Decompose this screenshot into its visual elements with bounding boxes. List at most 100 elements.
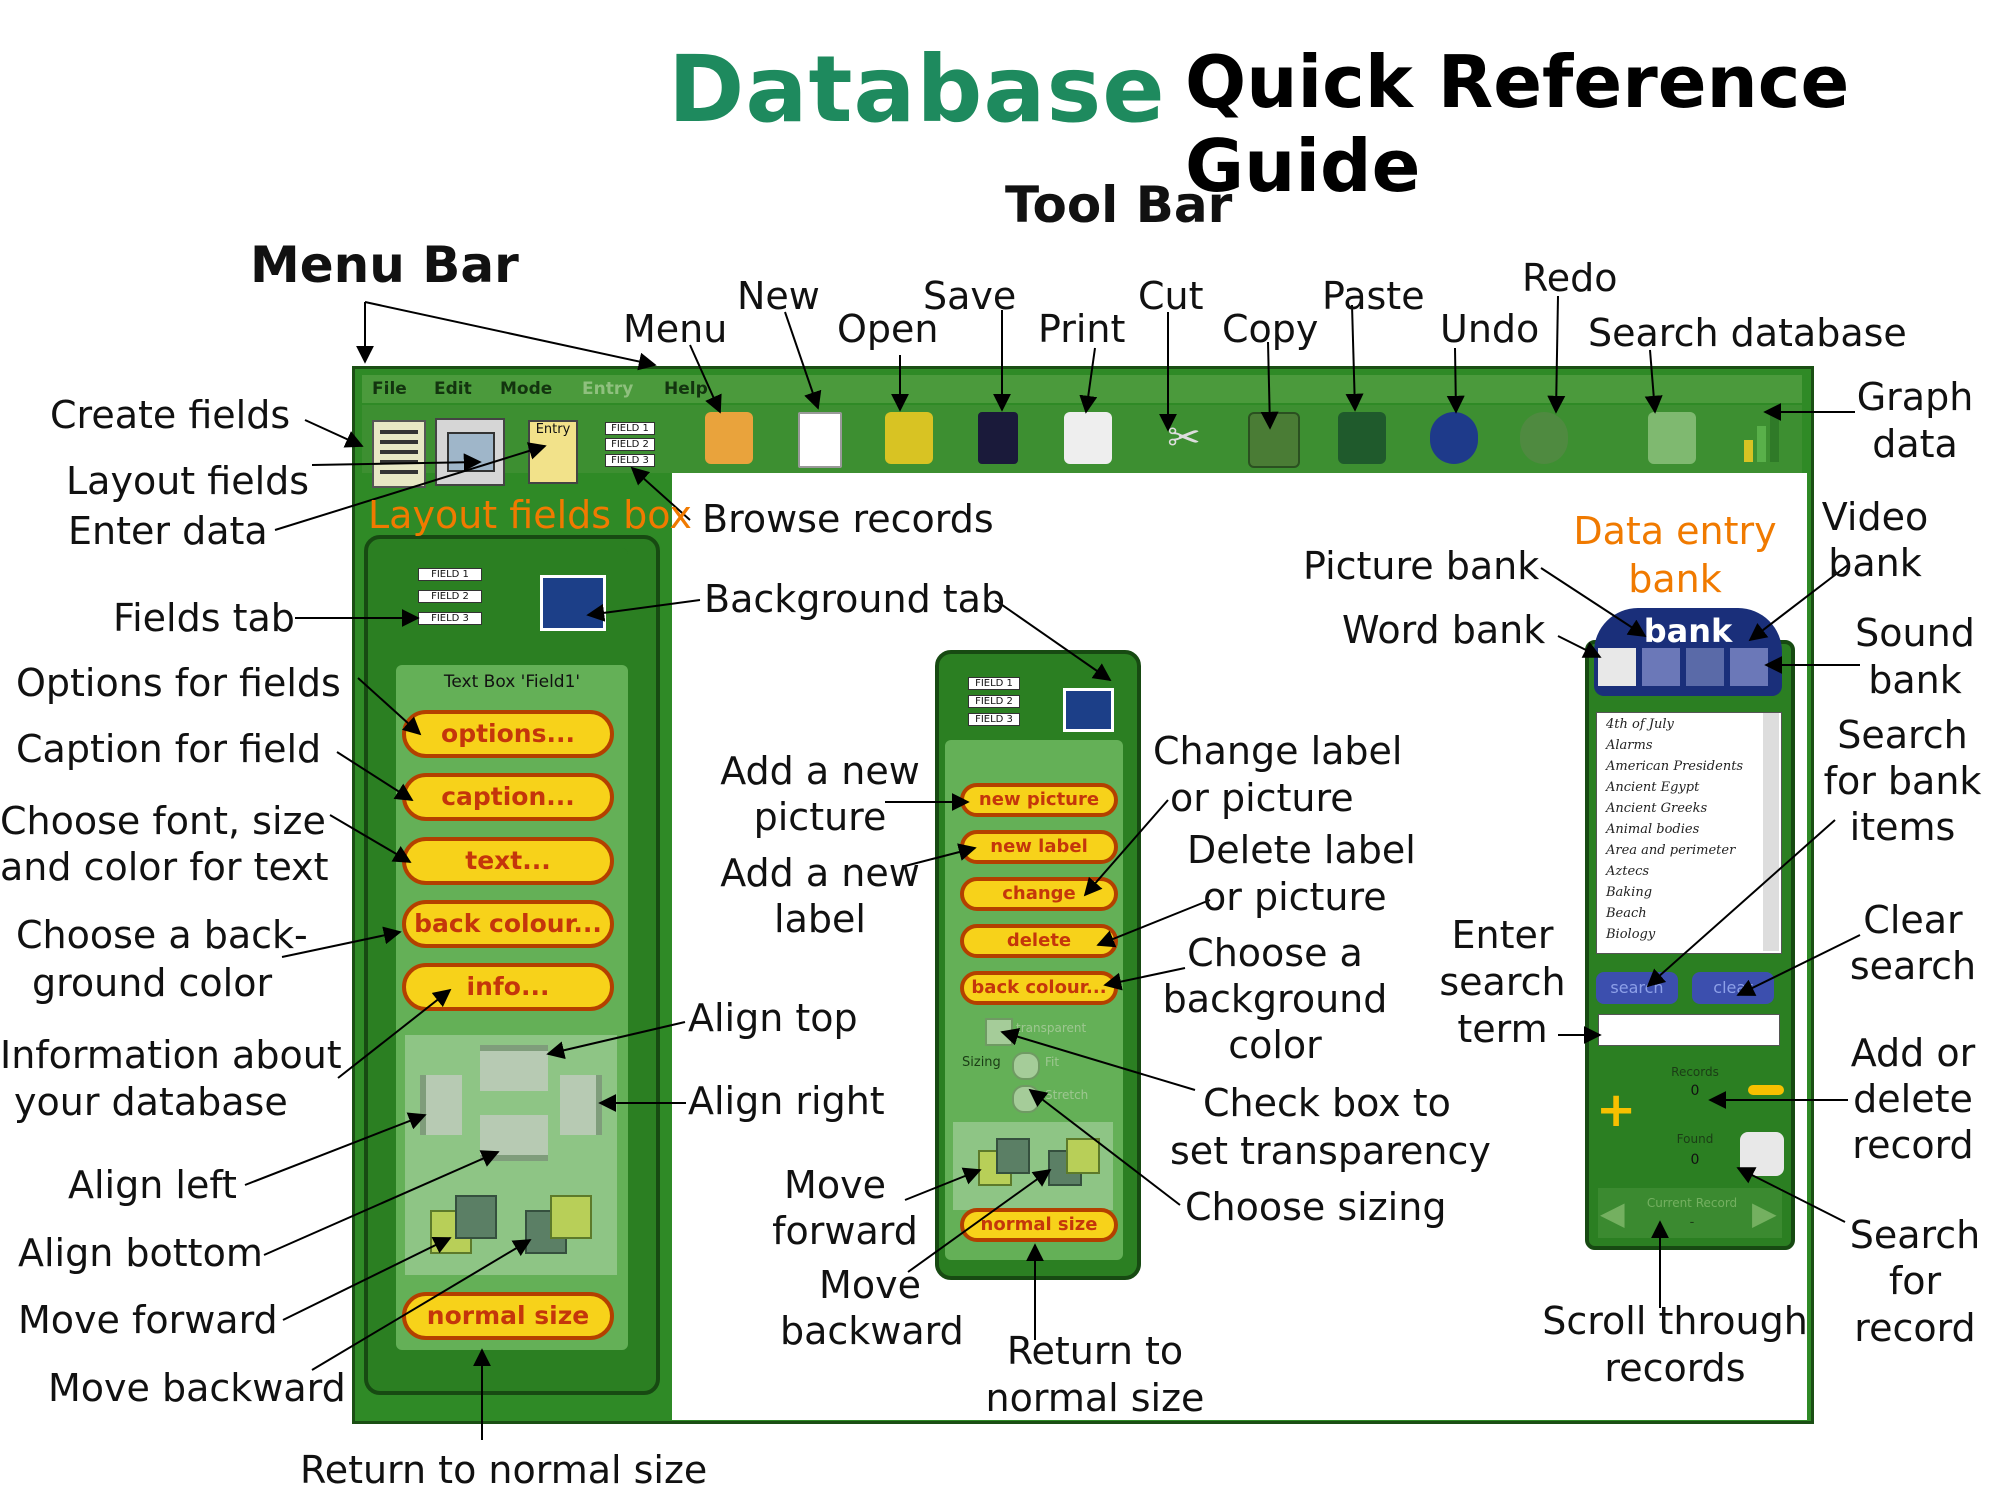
record-scroller[interactable] <box>1598 1188 1782 1238</box>
label-video-bank-2: bank <box>1828 541 1922 585</box>
label-align-left: Align left <box>68 1163 237 1207</box>
label-open: Open <box>837 307 939 351</box>
list-item[interactable]: Area and perimeter <box>1606 843 1736 858</box>
label-paste: Paste <box>1322 274 1425 318</box>
list-item[interactable]: Biology <box>1606 927 1656 942</box>
label-move-backward-mid-2: backward <box>780 1309 964 1353</box>
new-label-button[interactable]: new label <box>960 830 1118 864</box>
menu-entry[interactable]: Entry <box>582 379 634 399</box>
text-box-label: Text Box 'Field1' <box>443 672 581 692</box>
label-change-1: Change label <box>1153 729 1403 773</box>
label-delete-2: or picture <box>1203 875 1387 919</box>
list-item[interactable]: Beach <box>1606 906 1647 921</box>
menu-icon[interactable] <box>705 412 753 464</box>
records-label: Records <box>1671 1065 1719 1079</box>
next-record-icon[interactable]: ▶ <box>1752 1194 1777 1232</box>
options-button[interactable]: options... <box>402 710 614 758</box>
list-item[interactable]: Alarms <box>1606 738 1653 753</box>
browse-records-button[interactable]: FIELD 1 FIELD 2 FIELD 3 <box>595 422 659 480</box>
list-item[interactable]: Baking <box>1606 885 1653 900</box>
label-scroll-records-1: Scroll through <box>1542 1299 1808 1343</box>
list-item[interactable]: American Presidents <box>1606 759 1744 774</box>
label-search-bank-1: Search <box>1837 713 1968 757</box>
bank-items-list[interactable] <box>1596 712 1782 954</box>
graph-data-icon[interactable] <box>1738 412 1786 464</box>
list-item[interactable]: Ancient Egypt <box>1606 780 1700 795</box>
redo-icon[interactable] <box>1520 412 1568 464</box>
undo-icon[interactable] <box>1430 412 1478 464</box>
list-item[interactable]: 4th of July <box>1606 717 1674 732</box>
delete-record-icon[interactable] <box>1748 1085 1784 1095</box>
add-record-icon[interactable]: + <box>1596 1082 1637 1138</box>
sound-bank-icon[interactable] <box>1730 648 1768 686</box>
save-disk-icon[interactable] <box>978 412 1018 464</box>
label-caption-for-field: Caption for field <box>16 727 322 771</box>
label-choose-bg-3: color <box>1228 1023 1322 1067</box>
mid-tab-3: FIELD 3 <box>968 713 1020 726</box>
picture-bank-icon[interactable] <box>1642 648 1680 686</box>
word-bank-icon[interactable] <box>1598 648 1636 686</box>
bank-search-input[interactable] <box>1598 1014 1780 1046</box>
label-align-right: Align right <box>688 1079 885 1123</box>
label-clear-search-1: Clear <box>1863 898 1963 942</box>
label-add-label-2: label <box>774 897 866 941</box>
mid-move-forward-back-square <box>996 1138 1030 1174</box>
align-top-icon[interactable] <box>480 1045 548 1091</box>
browse-tab-1: FIELD 1 <box>605 422 655 435</box>
browse-tab-2: FIELD 2 <box>605 438 655 451</box>
list-item[interactable]: Ancient Greeks <box>1606 801 1708 816</box>
browse-tab-3: FIELD 3 <box>605 454 655 467</box>
label-return-normal-left: Return to normal size <box>300 1448 708 1492</box>
label-create-fields: Create fields <box>50 393 291 437</box>
back-colour-button[interactable]: back colour... <box>402 900 614 948</box>
menu-edit[interactable]: Edit <box>434 379 472 399</box>
label-fields-tab: Fields tab <box>113 596 295 640</box>
list-item[interactable]: Aztecs <box>1606 864 1650 879</box>
label-add-picture-2: picture <box>753 795 887 839</box>
label-clear-search-2: search <box>1849 944 1977 988</box>
search-database-icon[interactable] <box>1648 412 1696 464</box>
label-save: Save <box>923 274 1017 318</box>
paste-icon[interactable] <box>1338 412 1386 464</box>
sizing-fit-label: Fit <box>1045 1055 1060 1069</box>
label-undo: Undo <box>1440 307 1540 351</box>
align-left-icon[interactable] <box>420 1075 462 1135</box>
sizing-label: Sizing <box>962 1055 1001 1070</box>
print-icon[interactable] <box>1064 412 1112 464</box>
mid-back-colour-button[interactable]: back colour... <box>960 971 1118 1005</box>
tool-bar-heading: Tool Bar <box>1005 176 1233 234</box>
label-choose-font-1: Choose font, size <box>0 799 326 843</box>
menu-help[interactable]: Help <box>664 379 708 399</box>
bank-list-scrollbar[interactable] <box>1763 713 1779 951</box>
menu-mode[interactable]: Mode <box>500 379 553 399</box>
label-search-record-2: for <box>1888 1259 1942 1303</box>
bank-title: bank <box>1643 612 1733 650</box>
new-picture-button[interactable]: new picture <box>960 783 1118 817</box>
current-record-label: Current Record <box>1646 1196 1738 1210</box>
new-document-icon[interactable] <box>798 412 842 468</box>
label-search-bank-3: items <box>1849 805 1956 849</box>
menu-file[interactable]: File <box>372 379 407 399</box>
mid-normal-size-button[interactable]: normal size <box>960 1208 1118 1242</box>
create-fields-button[interactable] <box>372 420 426 488</box>
bank-clear-button[interactable]: clear <box>1692 972 1774 1004</box>
delete-button[interactable]: delete <box>960 924 1118 958</box>
text-button[interactable]: text... <box>402 837 614 885</box>
video-bank-icon[interactable] <box>1686 648 1724 686</box>
move-backward-front-square <box>550 1195 592 1239</box>
sizing-fit-radio[interactable] <box>1012 1052 1040 1080</box>
open-folder-icon[interactable] <box>885 412 933 464</box>
list-item[interactable]: Animal bodies <box>1606 822 1700 837</box>
current-record-value: - <box>1689 1215 1695 1230</box>
layout-fields-button[interactable] <box>435 418 505 486</box>
mid-background-tab-icon[interactable] <box>1063 688 1114 732</box>
normal-size-button[interactable]: normal size <box>402 1292 614 1340</box>
label-print: Print <box>1038 307 1126 351</box>
previous-record-icon[interactable]: ◀ <box>1600 1194 1625 1232</box>
label-add-delete-2: delete <box>1853 1077 1973 1121</box>
label-info-db-1: Information about <box>0 1033 342 1077</box>
label-add-delete-1: Add or <box>1850 1031 1976 1075</box>
label-layout-fields: Layout fields <box>66 459 310 503</box>
found-label: Found <box>1676 1132 1714 1146</box>
